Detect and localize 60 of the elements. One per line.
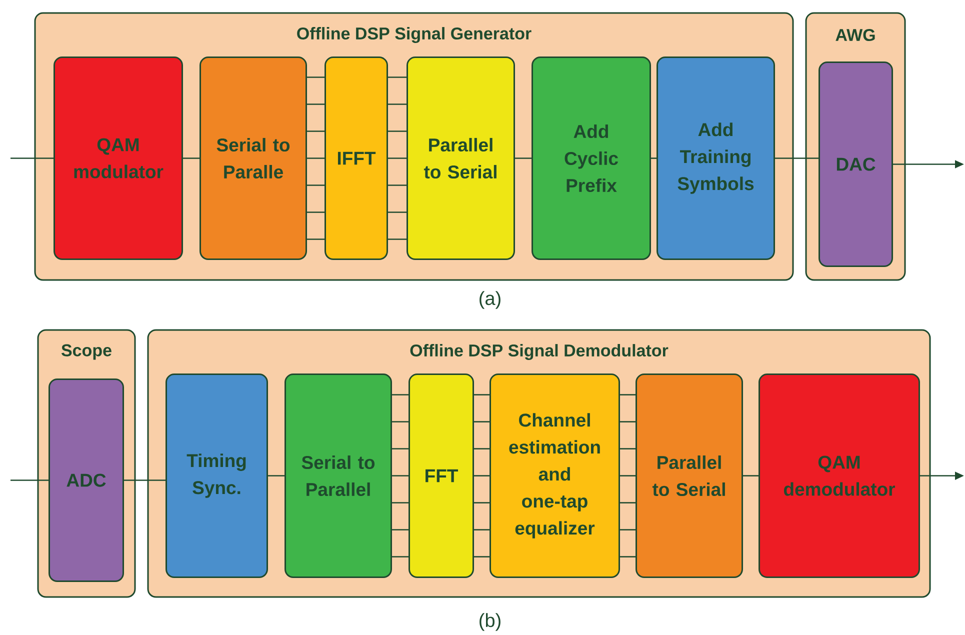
- signal-line: [392, 394, 408, 396]
- signal-line: [392, 556, 408, 558]
- signal-line: [474, 421, 490, 422]
- signal-line: [268, 475, 284, 476]
- signal-line: [775, 158, 818, 159]
- signal-line: [392, 421, 408, 422]
- process-block: Channel estimation and one-tap equalizer: [490, 374, 620, 578]
- signal-line: [307, 212, 324, 213]
- signal-line: [388, 130, 406, 132]
- signal-line: [392, 502, 408, 504]
- signal-line: [307, 238, 324, 240]
- signal-line: [620, 394, 636, 396]
- signal-line: [620, 448, 636, 450]
- process-block: Add Cyclic Prefix: [532, 56, 651, 260]
- signal-line: [620, 475, 636, 476]
- signal-line: [620, 529, 636, 530]
- signal-line: [388, 238, 406, 240]
- signal-line: [392, 529, 408, 530]
- signal-line: [392, 448, 408, 450]
- signal-line: [474, 475, 490, 476]
- signal-line: [743, 475, 758, 476]
- signal-line: [10, 480, 48, 481]
- signal-line: [388, 76, 406, 78]
- process-block: FFT: [408, 374, 474, 578]
- signal-line: [474, 502, 490, 504]
- signal-line: [10, 158, 54, 159]
- signal-line: [651, 158, 656, 159]
- process-block: Serial to Parallel: [284, 374, 392, 578]
- signal-line: [307, 104, 324, 105]
- signal-line: [620, 421, 636, 422]
- process-block: Serial to Paralle: [200, 56, 307, 260]
- subfigure-label: (b): [480, 613, 500, 631]
- signal-line: [388, 212, 406, 213]
- signal-line: [474, 529, 490, 530]
- signal-line: [124, 480, 166, 481]
- process-block: QAM demodulator: [758, 374, 920, 578]
- signal-line: [515, 158, 532, 159]
- signal-line: [183, 158, 200, 159]
- process-block: DAC: [818, 62, 894, 267]
- process-block: Add Training Symbols: [656, 56, 775, 260]
- process-block: Parallel to Serial: [406, 56, 515, 260]
- signal-line: [388, 158, 406, 159]
- signal-line: [388, 104, 406, 105]
- process-block: IFFT: [324, 56, 388, 260]
- signal-line: [307, 76, 324, 78]
- signal-line: [388, 184, 406, 186]
- process-block: Timing Sync.: [166, 374, 268, 578]
- signal-line: [392, 475, 408, 476]
- signal-line: [307, 130, 324, 132]
- signal-line: [307, 158, 324, 159]
- process-block: QAM modulator: [54, 56, 183, 260]
- signal-line: [620, 556, 636, 558]
- signal-line: [474, 556, 490, 558]
- signal-line: [474, 448, 490, 450]
- subfigure-label: (a): [480, 291, 500, 309]
- signal-line: [307, 184, 324, 186]
- process-block: ADC: [48, 378, 124, 582]
- process-block: Parallel to Serial: [636, 374, 744, 578]
- signal-line: [620, 502, 636, 504]
- signal-line: [474, 394, 490, 396]
